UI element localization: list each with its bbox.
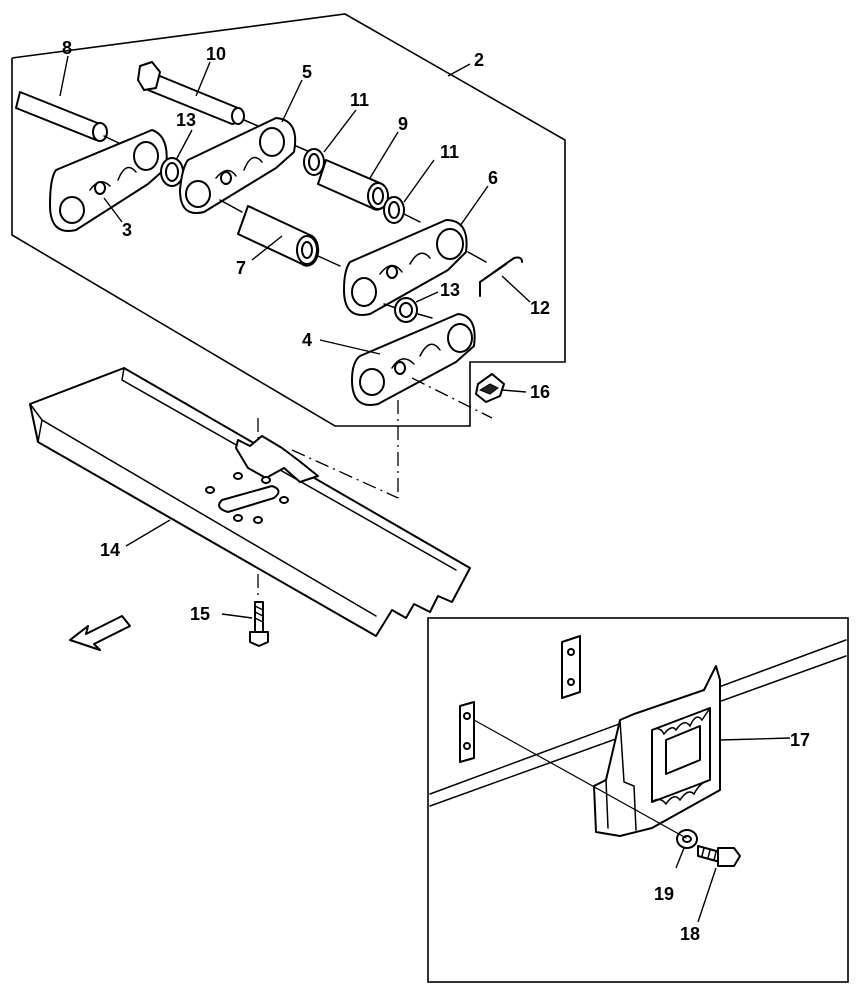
label-13-upper: 13	[176, 110, 196, 130]
label-10: 10	[206, 44, 226, 64]
leader-lines	[59, 55, 791, 923]
pin-10	[137, 61, 259, 127]
bushing-9	[317, 159, 389, 211]
link-6	[343, 219, 487, 316]
detail-box	[427, 617, 849, 983]
link-5	[179, 117, 311, 214]
label-8: 8	[62, 38, 72, 58]
washer-19	[676, 829, 698, 849]
label-18: 18	[680, 924, 700, 944]
label-2: 2	[474, 50, 484, 70]
label-16: 16	[530, 382, 550, 402]
ring-11-upper	[303, 148, 325, 176]
mount-plate-right	[561, 635, 581, 699]
bushing-7	[219, 199, 341, 267]
label-17: 17	[790, 730, 810, 750]
ring-11-lower	[383, 196, 421, 224]
label-15: 15	[190, 604, 210, 624]
link-assembly-outline	[11, 13, 566, 427]
label-3: 3	[122, 220, 132, 240]
label-5: 5	[302, 62, 312, 82]
track-shoe-14	[29, 367, 471, 637]
guard-17	[593, 665, 721, 837]
label-4: 4	[302, 330, 312, 350]
mount-plate-left	[459, 701, 475, 763]
forward-arrow-icon	[69, 615, 131, 651]
bolt-15	[249, 601, 269, 647]
label-11-upper: 11	[350, 90, 369, 110]
label-14: 14	[100, 540, 120, 560]
seal-13-upper	[160, 157, 184, 187]
label-12: 12	[530, 298, 550, 318]
label-9: 9	[398, 114, 408, 134]
bolt-18	[697, 845, 741, 867]
label-11-lower: 11	[440, 142, 459, 162]
label-13-lower: 13	[440, 280, 460, 300]
label-7: 7	[236, 258, 246, 278]
center-line-4	[291, 449, 399, 499]
part-labels: 2 3 4 5 6 7 8 9 10 11 11 12 13 13 14 15 …	[62, 38, 810, 944]
pin-8	[15, 91, 126, 147]
clip-12	[479, 256, 523, 297]
nut-16	[475, 373, 505, 403]
seal-13-lower	[383, 297, 433, 323]
label-19: 19	[654, 884, 674, 904]
link-4	[351, 313, 476, 406]
detail-center-line	[473, 719, 687, 839]
link-3	[49, 129, 168, 232]
label-6: 6	[488, 168, 498, 188]
